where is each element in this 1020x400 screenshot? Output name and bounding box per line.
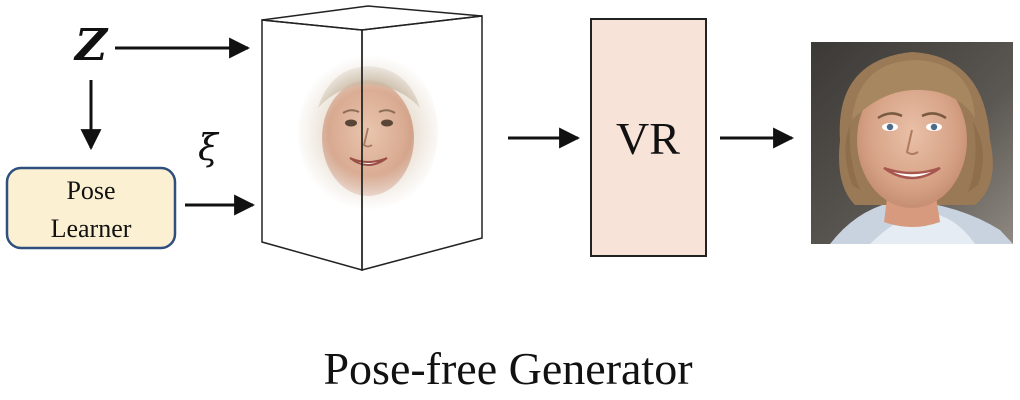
volume-renderer-box: VR: [590, 18, 707, 257]
pose-xi-label: ξ: [198, 128, 220, 169]
feature-volume-3d: [261, 5, 483, 271]
volume-renderer-label: VR: [616, 113, 680, 164]
pose-learner-label-line1: Pose: [66, 176, 115, 205]
latent-z-label: Z: [73, 20, 109, 71]
volume-face-image: [295, 55, 445, 210]
pose-learner-label-line2: Learner: [51, 214, 132, 243]
output-face-image: [811, 42, 1013, 244]
diagram-caption: Pose-free Generator: [323, 343, 692, 394]
pose-learner-box: Pose Learner: [5, 166, 177, 250]
